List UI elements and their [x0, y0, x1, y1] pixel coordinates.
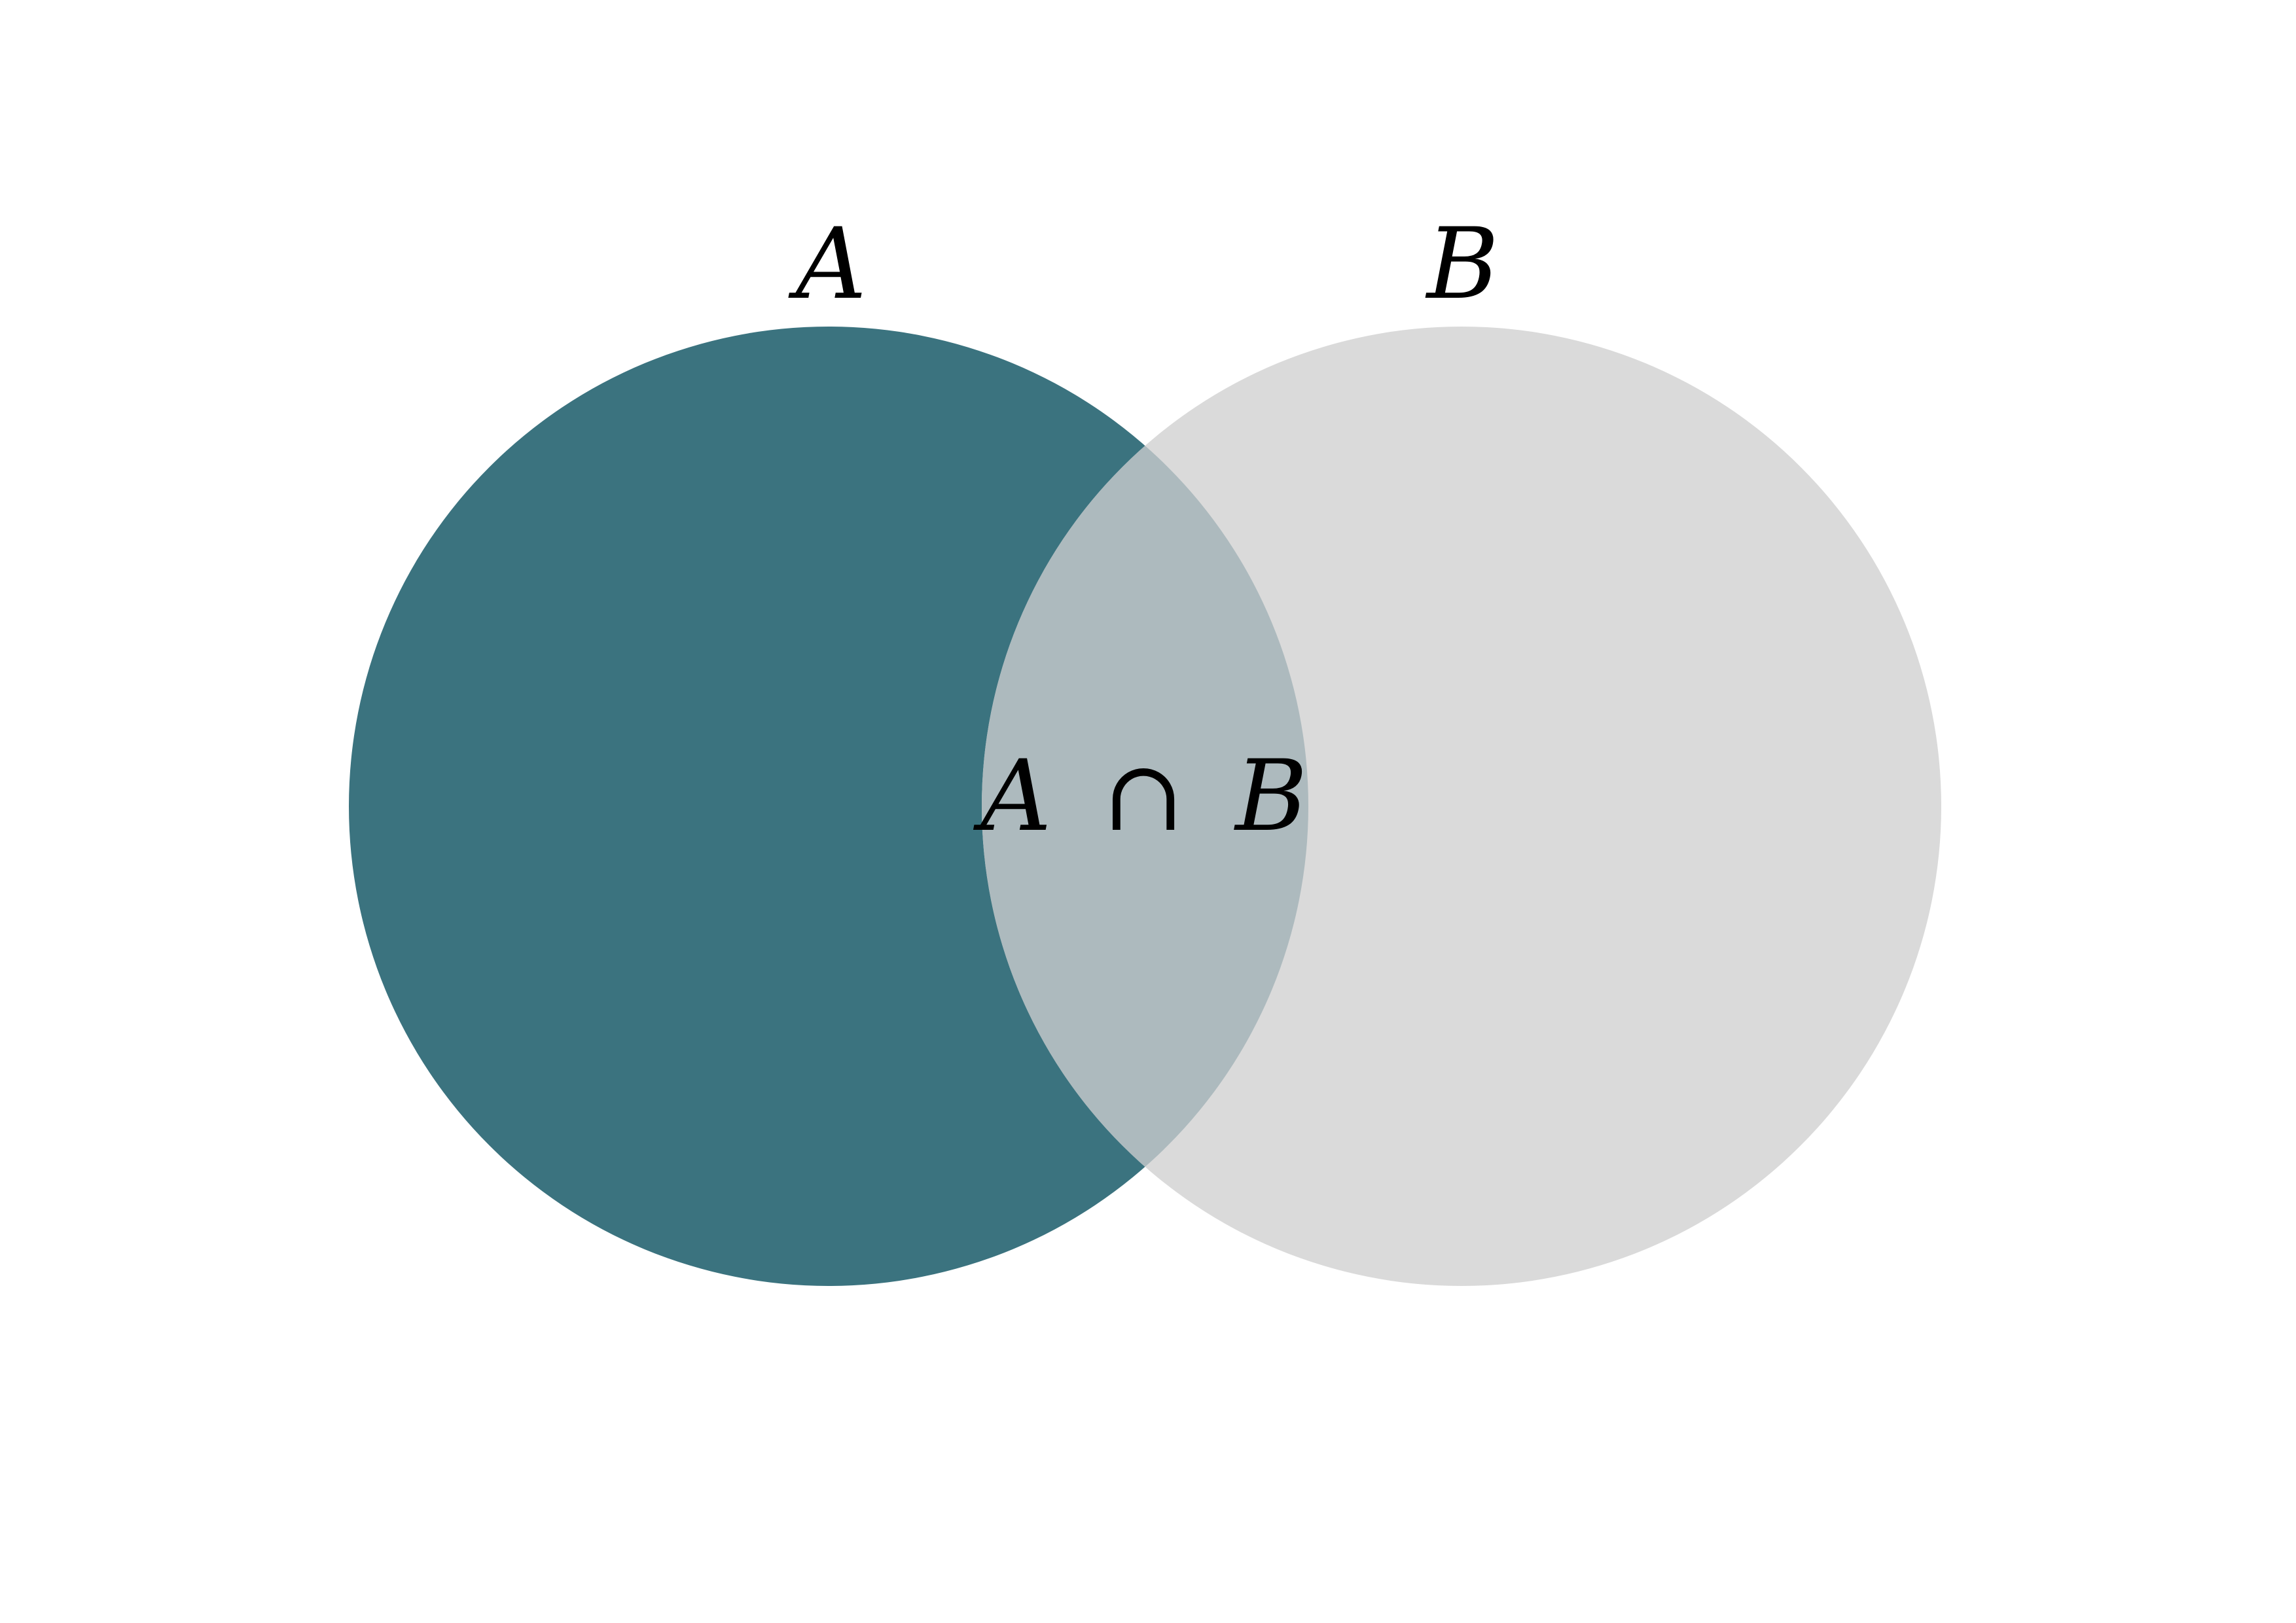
set-a-label: A	[788, 207, 867, 321]
set-b-label: B	[1425, 207, 1499, 321]
intersection-label-b: B	[1233, 740, 1307, 853]
intersection-label-a: A	[973, 740, 1051, 853]
intersection-label: A ∩ B	[973, 740, 1307, 853]
intersection-operator: ∩	[1102, 740, 1185, 853]
intersection-region	[982, 327, 1308, 1286]
